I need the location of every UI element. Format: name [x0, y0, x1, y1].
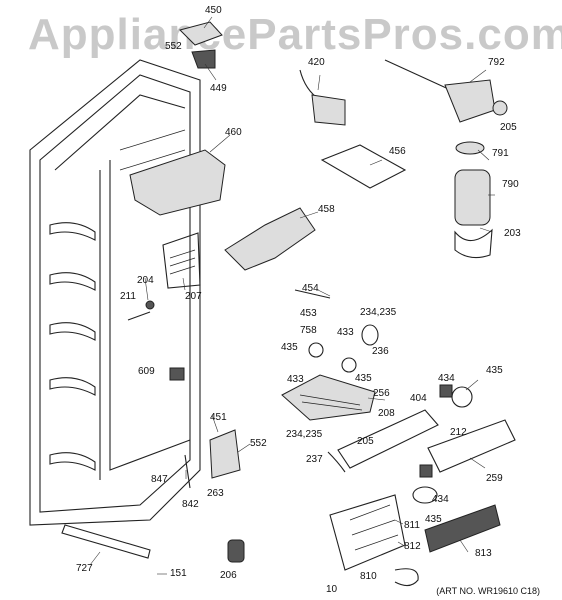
callout-256: 256 — [373, 388, 390, 399]
part-434-socket — [439, 384, 453, 398]
callout-433-2: 433 — [287, 374, 304, 385]
part-203-cover — [454, 228, 493, 259]
part-449-clip — [191, 49, 216, 69]
part-259-cover — [427, 419, 516, 473]
callout-451: 451 — [210, 412, 227, 423]
callout-211: 211 — [120, 291, 136, 302]
callout-433: 433 — [337, 327, 354, 338]
callout-212: 212 — [450, 427, 467, 438]
callout-420: 420 — [308, 57, 325, 68]
part-434-socket-2 — [419, 464, 433, 478]
callout-263: 263 — [207, 488, 224, 499]
part-458-duct — [224, 207, 316, 271]
part-435-bulb-3 — [451, 386, 473, 408]
callout-454: 454 — [302, 283, 319, 294]
callout-792: 792 — [488, 57, 505, 68]
cabinet-liner — [29, 59, 201, 526]
part-435-bulb-4 — [412, 486, 438, 504]
callout-453: 453 — [300, 308, 317, 319]
callout-847: 847 — [151, 474, 168, 485]
callout-456: 456 — [389, 146, 406, 157]
callout-609: 609 — [138, 366, 155, 377]
leader-lines — [89, 16, 495, 575]
callout-552-2: 552 — [250, 438, 267, 449]
callout-449: 449 — [210, 83, 227, 94]
callout-727: 727 — [76, 563, 93, 574]
callout-10: 10 — [326, 584, 338, 595]
callout-434: 434 — [438, 373, 455, 384]
part-609-clip — [169, 367, 185, 381]
part-456-cover — [320, 144, 407, 189]
part-206-grille — [227, 539, 245, 563]
callout-450: 450 — [205, 5, 222, 16]
part-237-tube — [327, 451, 346, 473]
part-404-lens — [337, 409, 439, 469]
part-454-arm — [294, 289, 331, 299]
callout-205-2: 205 — [357, 436, 374, 447]
callout-207: 207 — [185, 291, 202, 302]
callout-460: 460 — [225, 127, 242, 138]
part-451-bracket — [209, 429, 241, 479]
callout-234-235-2: 234,235 — [286, 429, 323, 440]
callout-205: 205 — [500, 122, 517, 133]
part-236-gasket — [361, 324, 379, 346]
callout-458: 458 — [318, 204, 335, 215]
part-847-spring — [184, 454, 191, 489]
part-460-duct — [129, 149, 226, 216]
callout-234-235: 234,235 — [360, 307, 397, 318]
callout-791: 791 — [492, 148, 509, 159]
callout-790: 790 — [502, 179, 519, 190]
part-coil — [394, 568, 419, 587]
callout-208: 208 — [378, 408, 395, 419]
part-435-bulb — [308, 342, 324, 358]
part-435-bulb-2 — [341, 357, 357, 373]
callout-404: 404 — [410, 393, 427, 404]
part-792-housing — [384, 59, 508, 123]
callout-758: 758 — [300, 325, 317, 336]
part-420-harness — [299, 69, 346, 126]
part-727-trim — [61, 524, 151, 559]
watermark: AppliancePartsPros.com — [28, 10, 562, 59]
callout-435: 435 — [281, 342, 298, 353]
callout-435-3: 435 — [486, 365, 503, 376]
callout-842: 842 — [182, 499, 199, 510]
callout-435-4: 435 — [425, 514, 442, 525]
part-810-dispenser — [329, 494, 406, 571]
art-number: (ART NO. WR19610 C18) — [436, 586, 540, 596]
callout-206: 206 — [220, 570, 237, 581]
callout-203: 203 — [504, 228, 521, 239]
callout-435-2: 435 — [355, 373, 372, 384]
callout-236: 236 — [372, 346, 389, 357]
cabinet-shelves — [49, 222, 96, 471]
callout-813: 813 — [475, 548, 492, 559]
callout-237: 237 — [306, 454, 323, 465]
part-450-bracket — [179, 21, 223, 46]
part-211-screw — [127, 311, 151, 321]
callout-204: 204 — [137, 275, 154, 286]
part-790-filter — [454, 169, 491, 226]
part-791-cap — [455, 141, 485, 155]
callout-812: 812 — [404, 541, 421, 552]
callout-810: 810 — [360, 571, 377, 582]
callout-151: 151 — [170, 568, 187, 579]
part-813-panel — [424, 504, 501, 553]
callout-811: 811 — [404, 520, 420, 531]
callout-259: 259 — [486, 473, 503, 484]
callout-434-2: 434 — [432, 494, 449, 505]
part-204-screw — [145, 300, 155, 310]
part-207-cover — [162, 232, 201, 289]
callout-552: 552 — [165, 41, 182, 52]
